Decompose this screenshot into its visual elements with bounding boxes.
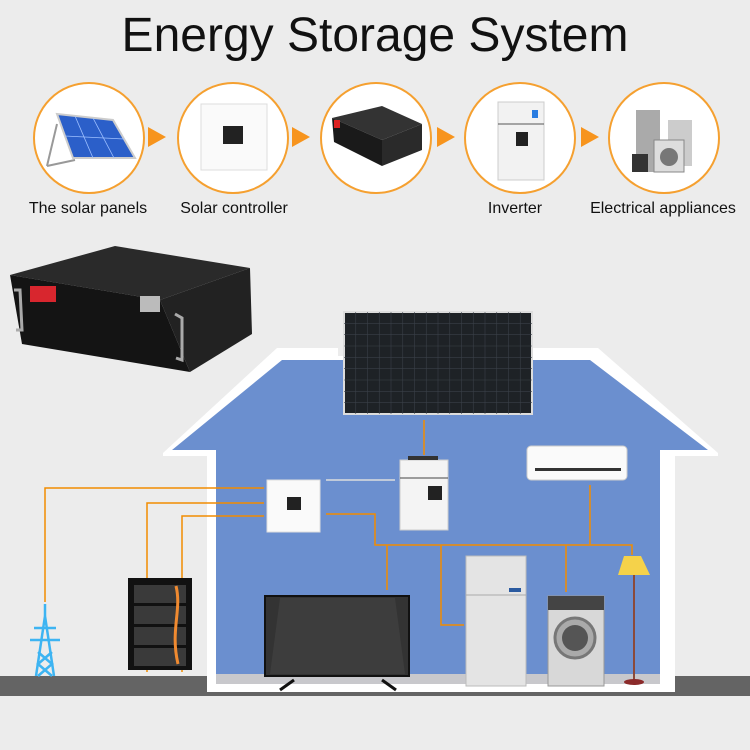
- label-inverter: Inverter: [487, 200, 543, 217]
- wiring: [44, 420, 633, 672]
- rooftop-solar-panel: [343, 311, 533, 415]
- flow-step-solar-panels: [33, 82, 145, 194]
- power-tower-icon: [30, 604, 60, 677]
- inverter-icon: [497, 101, 545, 181]
- arrow-right-icon: [148, 127, 166, 147]
- television: [264, 595, 410, 692]
- flow-step-solar-controller: [177, 82, 289, 194]
- arrow-right-icon: [292, 127, 310, 147]
- label-electrical-appliances: Electrical appliances: [590, 200, 736, 217]
- page-title: Energy Storage System: [121, 9, 629, 62]
- battery-icon: [332, 106, 422, 166]
- solar-controller-device: [266, 479, 321, 533]
- refrigerator: [465, 555, 527, 687]
- appliances-icon: [632, 110, 692, 173]
- battery-rack: [128, 578, 192, 670]
- flow-step-appliances: [608, 82, 720, 194]
- arrow-right-icon: [437, 127, 455, 147]
- arrow-right-icon: [581, 127, 599, 147]
- air-conditioner: [526, 445, 628, 481]
- battery-module-image: [10, 246, 252, 372]
- solar-controller-icon: [200, 103, 268, 171]
- inverter-device: [399, 456, 449, 531]
- flow-step-inverter: [464, 82, 576, 194]
- flow-step-battery: [320, 82, 432, 194]
- floor-lamp: [618, 556, 650, 685]
- washing-machine: [547, 595, 605, 687]
- label-solar-panels: The solar panels: [28, 200, 148, 217]
- label-solar-controller: Solar controller: [180, 200, 288, 217]
- solar-panel-icon: [46, 112, 137, 167]
